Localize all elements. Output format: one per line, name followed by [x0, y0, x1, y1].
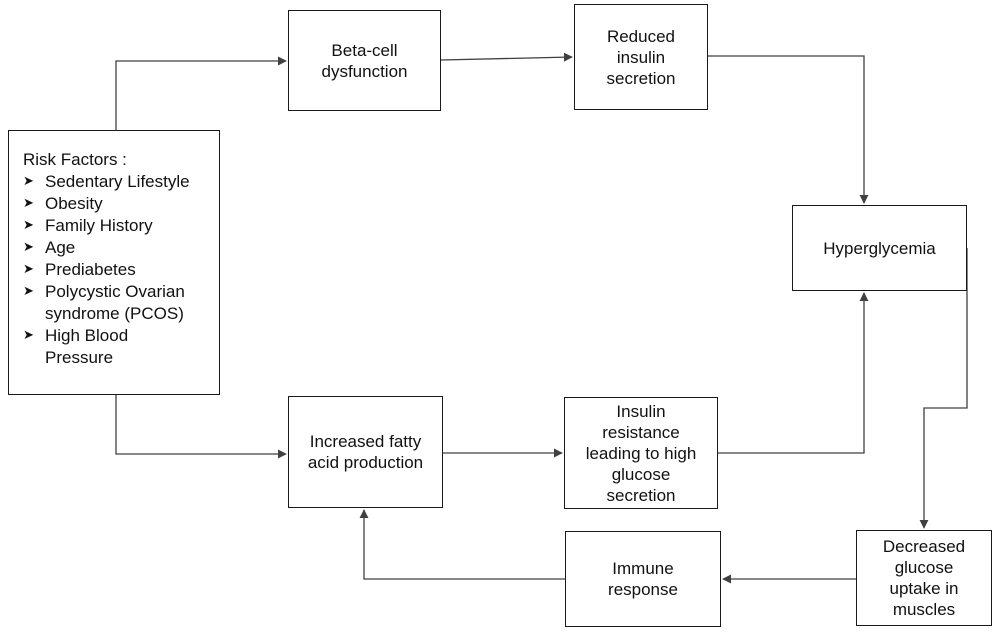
arrow-immune-response-to-fatty-acid: [359, 509, 565, 580]
arrow-reduced-insulin-to-hyperglycemia: [708, 55, 869, 204]
increased-fatty-acid-label: Increased fatty acid production: [307, 432, 424, 472]
decreased-glucose-uptake-box: Decreased glucose uptake in muscles: [856, 530, 992, 626]
insulin-resistance-label: Insulin resistance leading to high gluco…: [585, 401, 697, 505]
arrow-insulin-resistance-to-hyperglycemia: [718, 292, 869, 454]
decreased-glucose-uptake-label: Decreased glucose uptake in muscles: [882, 537, 966, 619]
reduced-insulin-secretion-box: Reduced insulin secretion: [574, 4, 708, 110]
hyperglycemia-label: Hyperglycemia: [823, 238, 936, 258]
arrow-risk-to-fatty-acid: [115, 395, 287, 459]
risk-factors-list: ➤Sedentary Lifestyle ➤Obesity ➤Family Hi…: [23, 171, 209, 369]
risk-factors-heading: Risk Factors :: [23, 150, 127, 169]
risk-factor-item: ➤Age: [23, 238, 76, 257]
arrow-bullet-icon: ➤: [23, 262, 34, 277]
insulin-resistance-box: Insulin resistance leading to high gluco…: [564, 397, 718, 509]
risk-factor-item: ➤High Blood Pressure: [23, 326, 129, 367]
immune-response-label: Immune response: [608, 559, 678, 599]
risk-factor-item: ➤Polycystic Ovarian syndrome (PCOS): [23, 282, 185, 323]
arrow-bullet-icon: ➤: [23, 240, 34, 255]
arrow-hyperglycemia-to-decreased-glucose: [919, 248, 968, 529]
arrow-bullet-icon: ➤: [23, 196, 34, 211]
beta-cell-dysfunction-box: Beta-cell dysfunction: [288, 10, 441, 111]
risk-factor-item: ➤Prediabetes: [23, 260, 136, 279]
hyperglycemia-box: Hyperglycemia: [792, 205, 967, 291]
arrow-bullet-icon: ➤: [23, 218, 34, 233]
reduced-insulin-secretion-label: Reduced insulin secretion: [606, 26, 676, 88]
immune-response-box: Immune response: [565, 531, 721, 627]
risk-factors-box: Risk Factors : ➤Sedentary Lifestyle ➤Obe…: [8, 130, 220, 395]
arrow-bullet-icon: ➤: [23, 174, 34, 189]
arrow-beta-cell-to-reduced-insulin: [440, 52, 573, 62]
increased-fatty-acid-box: Increased fatty acid production: [288, 396, 443, 508]
risk-factor-item: ➤Obesity: [23, 194, 103, 213]
risk-factor-item: ➤Family History: [23, 216, 153, 235]
risk-factor-item: ➤Sedentary Lifestyle: [23, 172, 190, 191]
arrow-risk-to-beta-cell: [115, 56, 287, 130]
arrow-bullet-icon: ➤: [23, 284, 34, 299]
arrow-bullet-icon: ➤: [23, 328, 34, 343]
beta-cell-dysfunction-label: Beta-cell dysfunction: [321, 40, 408, 81]
